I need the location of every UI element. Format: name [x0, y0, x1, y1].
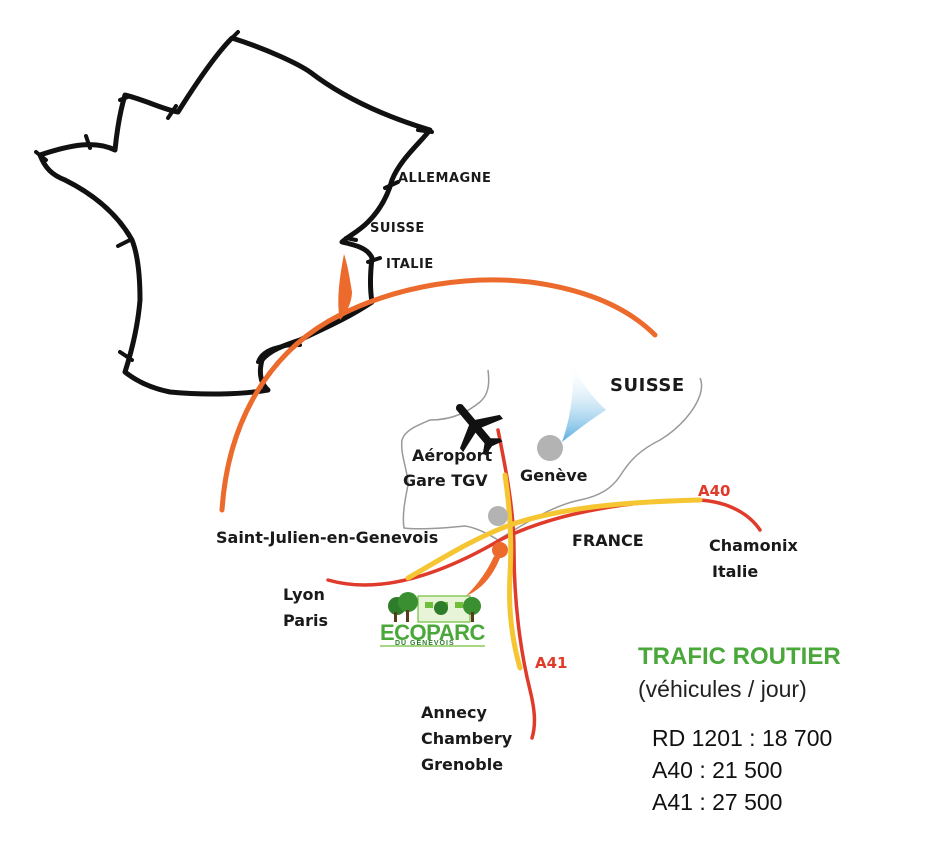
- legend-row: A41 : 27 500: [652, 789, 783, 815]
- label-saint-julien: Saint-Julien-en-Genevois: [216, 528, 439, 547]
- site-pointer: [466, 556, 500, 596]
- road-a40-yellow: [405, 497, 703, 581]
- label-gare-tgv: Gare TGV: [403, 471, 488, 490]
- road-label-a41: A41: [535, 654, 568, 672]
- label-france: FRANCE: [572, 531, 644, 550]
- lake-boundary: [400, 369, 703, 541]
- road-a41-yellow: [502, 472, 523, 671]
- saint-julien-dot: [488, 506, 508, 526]
- airplane-icon: [456, 403, 503, 456]
- label-italie: ITALIE: [386, 257, 434, 272]
- france-outline: [37, 35, 433, 397]
- geneva-beam: [562, 362, 606, 442]
- border-arc: [219, 277, 658, 513]
- tree-icon: [380, 592, 485, 647]
- geneva-dot: [537, 435, 563, 461]
- legend-title: TRAFIC ROUTIER: [638, 643, 841, 670]
- label-annecy: Annecy: [421, 703, 487, 722]
- logo-tagline: DU GENEVOIS: [395, 640, 455, 647]
- label-lyon: Lyon: [283, 585, 325, 604]
- road-a40-red: [326, 498, 762, 587]
- label-italie-right: Italie: [712, 562, 759, 581]
- label-paris: Paris: [283, 611, 328, 630]
- label-chamonix: Chamonix: [709, 536, 798, 555]
- legend-row: RD 1201 : 18 700: [652, 725, 833, 751]
- label-chambery: Chambery: [421, 729, 513, 748]
- legend-row: A40 : 21 500: [652, 757, 783, 783]
- legend-subtitle: (véhicules / jour): [638, 676, 807, 702]
- legend-rows: RD 1201 : 18 700 A40 : 21 500 A41 : 27 5…: [652, 722, 832, 818]
- label-grenoble: Grenoble: [421, 755, 504, 774]
- site-dot: [492, 542, 508, 558]
- label-suisse-big: SUISSE: [610, 375, 685, 396]
- logo-name: ECOPARC: [380, 620, 485, 645]
- label-aeroport: Aéroport: [412, 446, 493, 465]
- france-callout-pointer: [338, 254, 352, 320]
- label-suisse-small: SUISSE: [370, 221, 425, 236]
- label-geneve: Genève: [520, 466, 588, 485]
- road-label-a40: A40: [698, 482, 731, 500]
- label-allemagne: ALLEMAGNE: [398, 171, 492, 186]
